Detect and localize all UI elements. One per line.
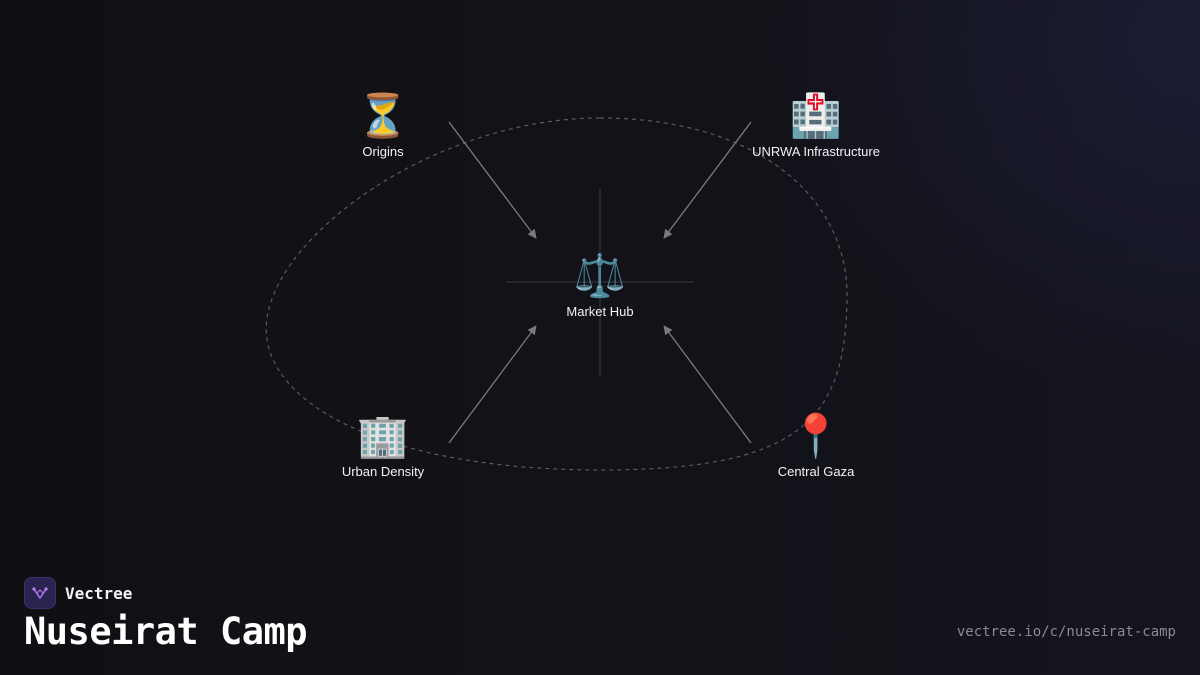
vectree-logo-icon	[24, 577, 56, 609]
node-urban-density[interactable]: 🏢 Urban Density	[293, 411, 473, 480]
edge-gaza-to-center	[663, 325, 752, 444]
page-url[interactable]: vectree.io/c/nuseirat-camp	[956, 624, 1176, 640]
hourglass-icon: ⏳	[356, 91, 410, 140]
balance-scale-icon: ⚖️	[573, 251, 627, 300]
edge-urban-to-center	[448, 325, 537, 444]
node-market-hub[interactable]: ⚖️ Market Hub	[510, 251, 690, 320]
node-unrwa-infrastructure[interactable]: 🏥 UNRWA Infrastructure	[726, 91, 906, 160]
page-title: Nuseirat Camp	[24, 610, 308, 653]
hospital-icon: 🏥	[789, 91, 843, 140]
brand-name: Vectree	[65, 583, 133, 603]
edge-unrwa-to-center	[663, 121, 752, 239]
location-pin-icon: 📍	[789, 411, 843, 460]
node-origins[interactable]: ⏳ Origins	[293, 91, 473, 160]
edge-origins-to-center	[448, 121, 537, 239]
node-central-gaza[interactable]: 📍 Central Gaza	[726, 411, 906, 480]
node-label: Market Hub	[566, 304, 634, 319]
node-label: Central Gaza	[777, 464, 855, 479]
node-label: Origins	[362, 144, 404, 159]
brand[interactable]: Vectree	[24, 577, 132, 609]
node-label: Urban Density	[341, 464, 425, 479]
orbit-ring	[265, 117, 848, 471]
node-label: UNRWA Infrastructure	[752, 144, 880, 159]
office-building-icon: 🏢	[356, 411, 410, 460]
